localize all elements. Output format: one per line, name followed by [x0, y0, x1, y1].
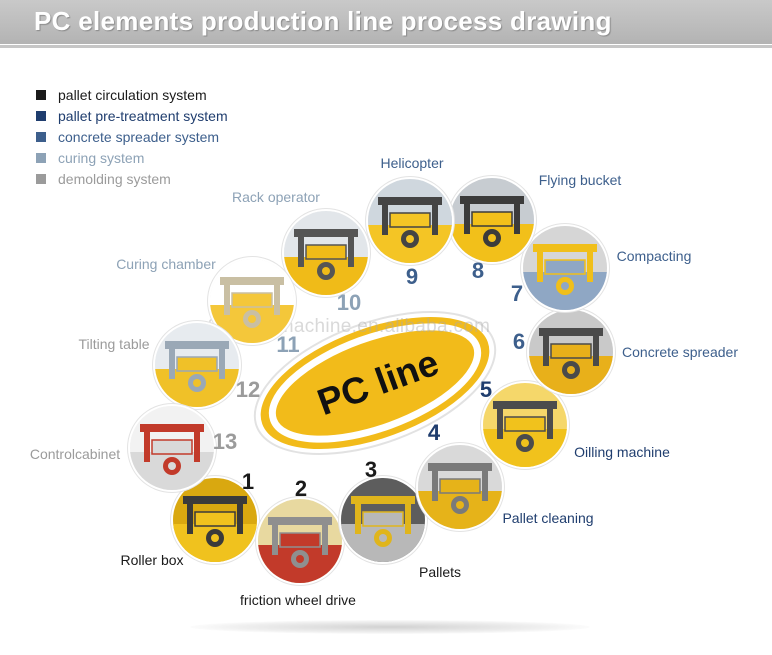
station-number: 13 [212, 429, 238, 454]
station-2 [258, 499, 342, 583]
legend-label: pallet circulation system [58, 86, 207, 103]
station-number: 11 [276, 332, 300, 357]
station-5 [483, 383, 567, 467]
legend-swatch [36, 152, 46, 163]
ground-shadow [190, 620, 590, 634]
station-9 [368, 179, 452, 263]
station-label: Rack operator [232, 189, 320, 205]
station-number: 12 [235, 377, 261, 402]
friction-wheel-photo [258, 499, 342, 583]
station-number: 3 [364, 457, 378, 482]
legend-swatch [36, 173, 46, 184]
banner-divider [0, 45, 772, 48]
oiling-machine-photo [483, 383, 567, 467]
station-number: 10 [336, 290, 362, 315]
station-label: Oilling machine [574, 444, 670, 460]
rack-operator-photo [284, 211, 368, 295]
legend-item: pallet pre-treatment system [36, 105, 228, 126]
concrete-spreader-photo [529, 310, 613, 394]
legend-item: pallet circulation system [36, 84, 228, 105]
station-label: Controlcabinet [29, 446, 121, 462]
station-13 [130, 406, 214, 490]
station-11 [210, 259, 294, 343]
flying-bucket-photo [450, 178, 534, 262]
station-number: 2 [294, 476, 308, 501]
legend-label: curing system [58, 149, 145, 166]
station-label: Curing chamber [116, 256, 216, 272]
legend: pallet circulation system pallet pre-trea… [36, 84, 228, 189]
station-1 [173, 478, 257, 562]
legend-item: concrete spreader system [36, 126, 228, 147]
legend-label: pallet pre-treatment system [58, 107, 228, 124]
station-label: friction wheel drive [240, 592, 356, 608]
tilting-table-photo [155, 323, 239, 407]
station-number: 4 [427, 420, 441, 445]
curing-chamber-photo [210, 259, 294, 343]
station-7 [523, 226, 607, 310]
station-label: Pallets [418, 564, 462, 580]
station-10 [284, 211, 368, 295]
station-label: Flying bucket [538, 172, 622, 188]
helicopter-photo [368, 179, 452, 263]
pallet-cleaning-photo [418, 445, 502, 529]
station-number: 1 [241, 469, 255, 494]
legend-item: curing system [36, 147, 228, 168]
compacting-photo [523, 226, 607, 310]
roller-box-photo [173, 478, 257, 562]
station-label: Pallet cleaning [502, 510, 594, 526]
station-number: 5 [479, 377, 493, 402]
station-number: 9 [405, 264, 419, 289]
station-label: Roller box [120, 552, 184, 568]
station-8 [450, 178, 534, 262]
page-title: PC elements production line process draw… [34, 6, 612, 36]
station-label: Compacting [616, 248, 692, 264]
pallets-photo [341, 478, 425, 562]
station-label: Tilting table [78, 336, 150, 352]
station-label: Helicopter [380, 155, 444, 171]
station-label: Concrete spreader [622, 344, 738, 360]
station-6 [529, 310, 613, 394]
legend-item: demolding system [36, 168, 228, 189]
legend-label: concrete spreader system [58, 128, 220, 145]
station-number: 7 [510, 281, 524, 306]
title-banner: PC elements production line process draw… [0, 0, 772, 44]
station-number: 8 [471, 258, 485, 283]
station-12 [155, 323, 239, 407]
legend-swatch [36, 131, 46, 142]
control-cabinet-photo [130, 406, 214, 490]
legend-swatch [36, 110, 46, 121]
station-3 [341, 478, 425, 562]
legend-swatch [36, 89, 46, 100]
station-4 [418, 445, 502, 529]
station-number: 6 [512, 329, 526, 354]
legend-label: demolding system [58, 170, 171, 187]
